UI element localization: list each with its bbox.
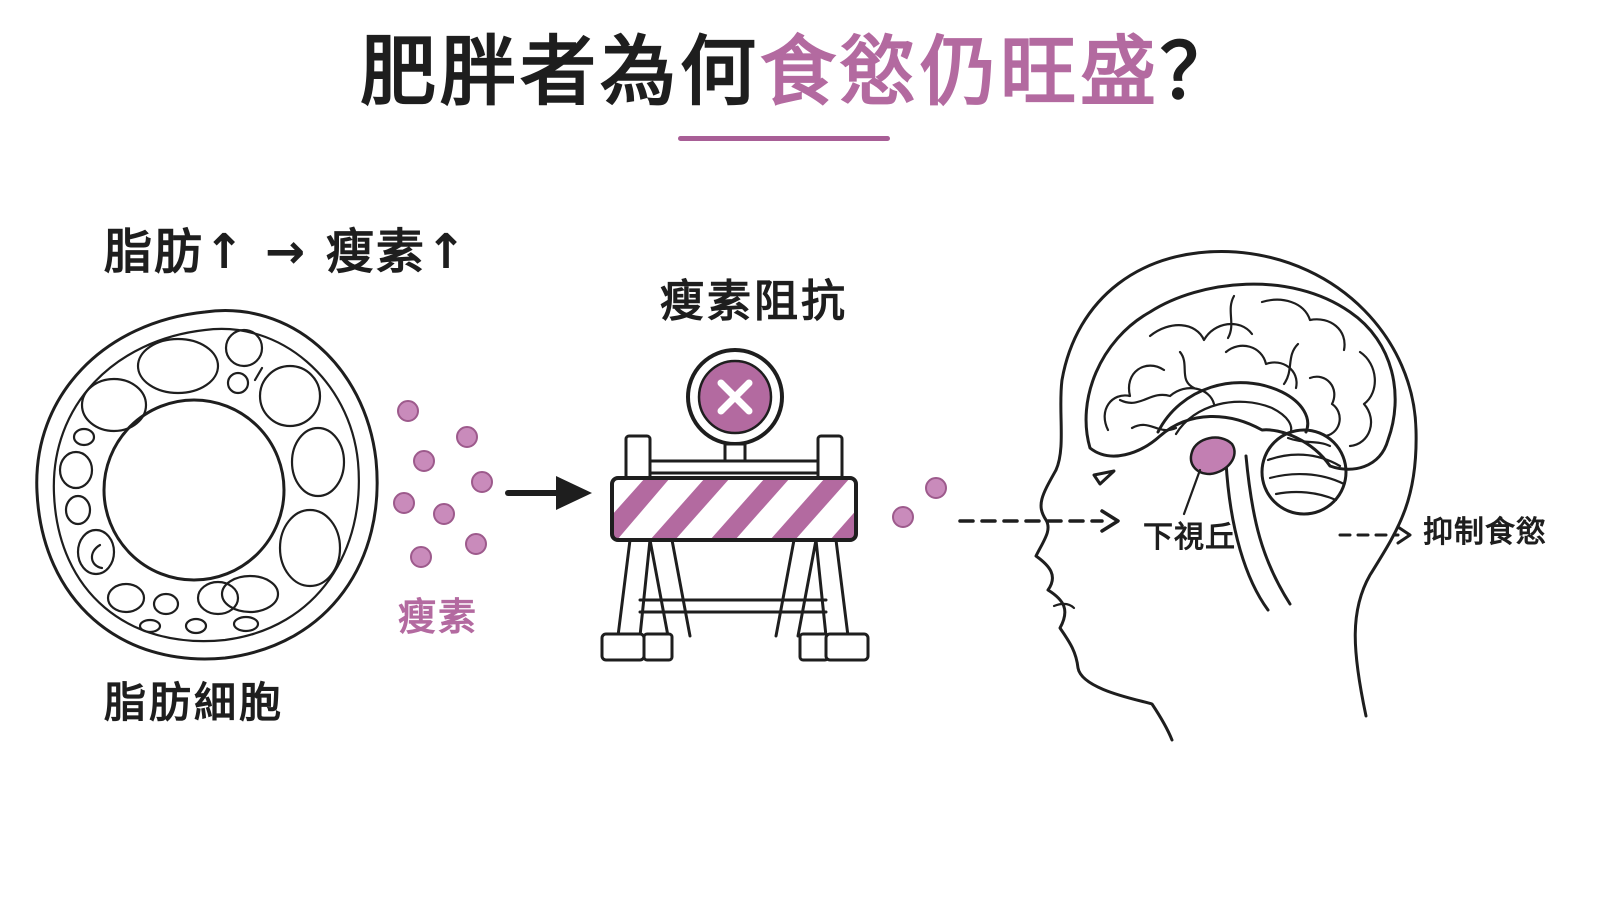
suppress-appetite-label: 抑制食慾 [1423,515,1547,550]
fat-leptin-increase-label: 脂肪↑ → 瘦素↑ [104,224,469,280]
leptin-label: 瘦素 [398,595,479,639]
hypothalamus-label: 下視丘 [1143,520,1236,555]
title-underline [678,136,890,141]
road-barrier-icon [600,348,870,662]
hypothalamus-region [1189,436,1236,476]
page-title: 肥胖者為何食慾仍旺盛？ [0,22,1600,122]
dashed-arrow-to-suppress [1338,525,1412,545]
leptin-after-barrier [892,477,947,528]
title-highlight: 食慾仍旺盛 [760,27,1160,116]
leptin-resistance-label: 瘦素阻抗 [660,276,848,327]
title-part-2: ？ [1160,27,1240,116]
brain-head-icon [1034,250,1418,742]
leptin-molecules [393,400,493,568]
arrow-to-barrier [505,476,592,510]
title-part-1: 肥胖者為何 [360,27,760,116]
fat-cell-icon [35,309,379,661]
x-mark-icon [717,379,753,415]
fat-cell-label: 脂肪細胞 [104,678,285,727]
dashed-arrow-to-brain [958,509,1120,533]
